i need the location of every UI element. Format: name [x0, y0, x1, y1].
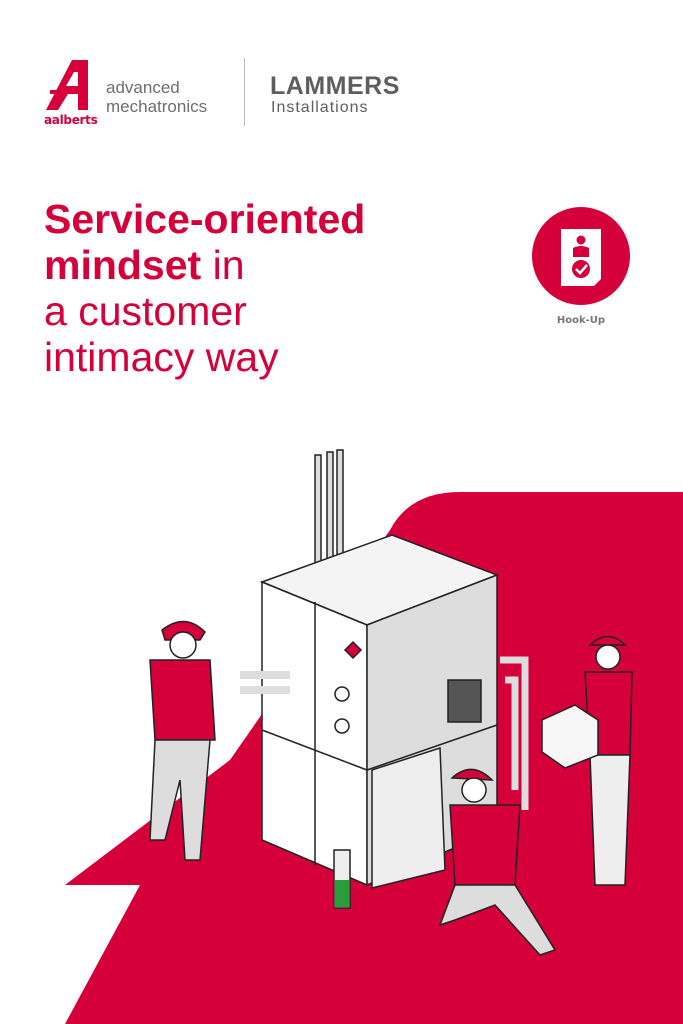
partner-logo: LAMMERS [270, 72, 400, 100]
brand-division: advanced mechatronics [106, 78, 207, 116]
worker-left [149, 620, 216, 861]
title-line: mindset [44, 242, 202, 288]
title-line: Service-oriented [44, 196, 366, 242]
worker-right [541, 635, 633, 886]
brand-name: aalberts [44, 113, 98, 127]
division-line: advanced [106, 78, 180, 97]
worker-kneeling [438, 768, 557, 956]
machine [240, 449, 529, 909]
title-line: in [201, 242, 245, 288]
title-line: a customer [44, 288, 247, 334]
document-person-check-icon [561, 229, 601, 286]
logo-divider [244, 58, 245, 126]
service-illustration [65, 449, 683, 1024]
hook-up-badge [532, 207, 630, 305]
badge-label: Hook-Up [556, 315, 606, 326]
partner-subtitle: Installations [271, 99, 369, 116]
page-title: Service-oriented mindset in a customer i… [44, 196, 464, 380]
title-line: intimacy way [44, 334, 279, 380]
division-line: mechatronics [106, 97, 208, 116]
aalberts-logo-icon [46, 60, 88, 110]
